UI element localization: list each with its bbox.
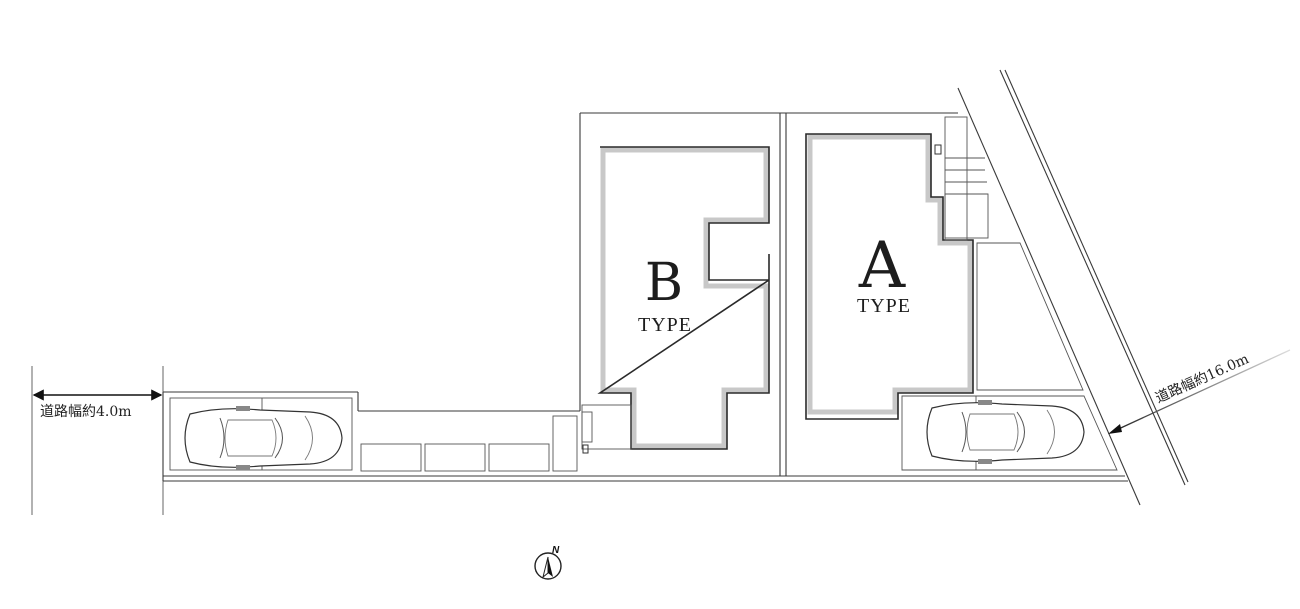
unit-a-type-label: TYPE	[857, 295, 911, 317]
compass-label: N	[552, 545, 560, 556]
dimension-arrow-icon	[1111, 349, 1291, 433]
west-road-label: 道路幅約4.0m	[40, 404, 132, 420]
unit-b-letter: B	[645, 253, 683, 313]
path-boxes	[360, 415, 578, 472]
building-b: B TYPE	[581, 146, 770, 454]
stairs-icon	[934, 116, 989, 241]
building-a: A TYPE	[805, 116, 989, 420]
west-road-dimension: 道路幅約4.0m	[31, 366, 164, 515]
car-icon	[926, 400, 1085, 464]
compass-icon: N	[534, 545, 562, 580]
unit-b-type-label: TYPE	[638, 314, 692, 336]
site-boundary	[162, 69, 1189, 506]
unit-a-letter: A	[858, 229, 906, 303]
car-icon	[184, 406, 343, 470]
east-road-label: 道路幅約16.0m	[1153, 351, 1251, 406]
